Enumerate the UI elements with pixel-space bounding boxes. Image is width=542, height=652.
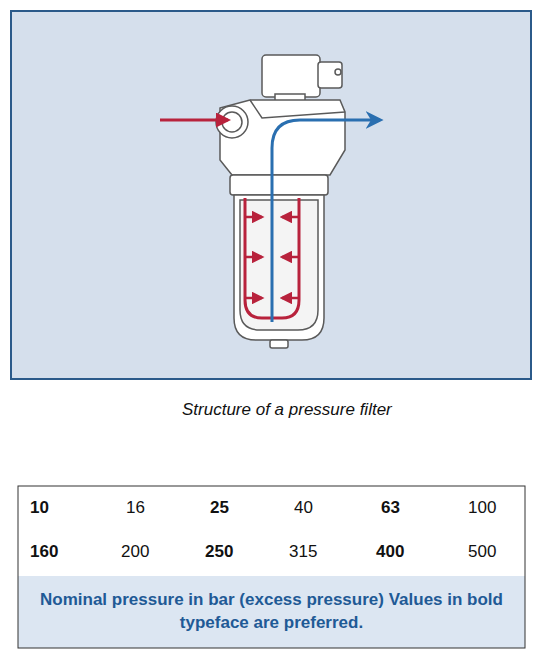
- table-cell: 10: [30, 498, 49, 518]
- table-cell: 200: [121, 542, 149, 562]
- table-cell: 100: [468, 498, 496, 518]
- pressure-filter: [216, 55, 345, 348]
- figure-caption: Structure of a pressure filter: [182, 400, 392, 420]
- table-cell: 315: [289, 542, 317, 562]
- flow-arrows: [160, 120, 380, 322]
- table-border: [18, 486, 525, 648]
- table-cell: 500: [468, 542, 496, 562]
- table-cell: 160: [30, 542, 58, 562]
- table-cell: 400: [376, 542, 404, 562]
- pressure-table: [18, 486, 525, 648]
- table-cell: 40: [294, 498, 313, 518]
- table-note: Nominal pressure in bar (excess pressure…: [28, 589, 515, 635]
- table-cell: 63: [381, 498, 400, 518]
- table-cell: 250: [205, 542, 233, 562]
- table-cell: 16: [126, 498, 145, 518]
- figure-panel: [11, 11, 531, 379]
- table-cell: 25: [210, 498, 229, 518]
- note-band: [18, 576, 525, 648]
